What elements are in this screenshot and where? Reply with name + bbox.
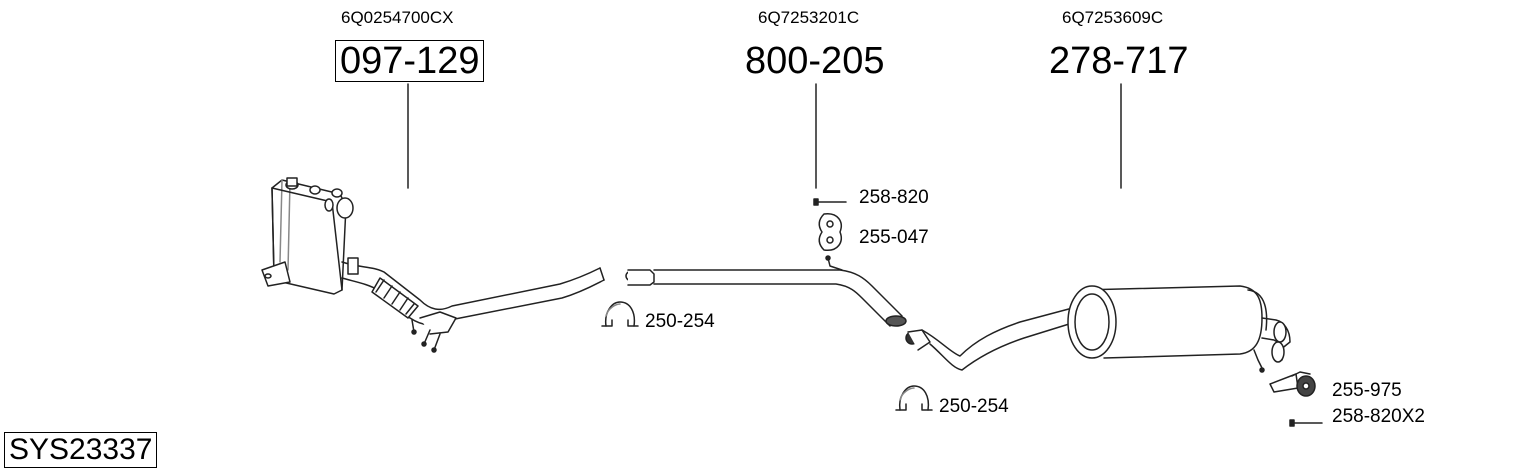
part-number-middle-pipe[interactable]: 800-205 [745,40,885,82]
accessory-label-bolt[interactable]: 258-820X2 [1332,406,1425,427]
part-number-dpf[interactable]: 097-129 [335,40,485,82]
rear-silencer [905,285,1291,373]
middle-pipe [625,255,907,327]
bolt-icon [813,198,847,206]
front-pipe [341,257,605,353]
hanger-bracket-icon [1269,371,1316,397]
oem-number-middle-pipe: 6Q7253201C [758,8,860,27]
flex-section [371,277,419,319]
clamp-icon [895,385,933,411]
system-id: SYS23337 [4,432,158,468]
part-number-rear-silencer[interactable]: 278-717 [1049,40,1189,82]
accessory-label-bolt[interactable]: 258-820 [859,187,929,208]
oem-number-dpf: 6Q0254700CX [341,8,454,27]
accessory-label-clamp[interactable]: 250-254 [939,396,1009,417]
particulate-filter [261,177,354,295]
accessory-label-hanger[interactable]: 255-975 [1332,380,1402,401]
bolt-icon [1289,419,1323,427]
accessory-label-clamp[interactable]: 250-254 [645,311,715,332]
oem-number-rear-silencer: 6Q7253609C [1062,8,1164,27]
clamp-icon [601,301,639,327]
accessory-label-hanger[interactable]: 255-047 [859,227,929,248]
rubber-hanger-icon [818,213,842,251]
